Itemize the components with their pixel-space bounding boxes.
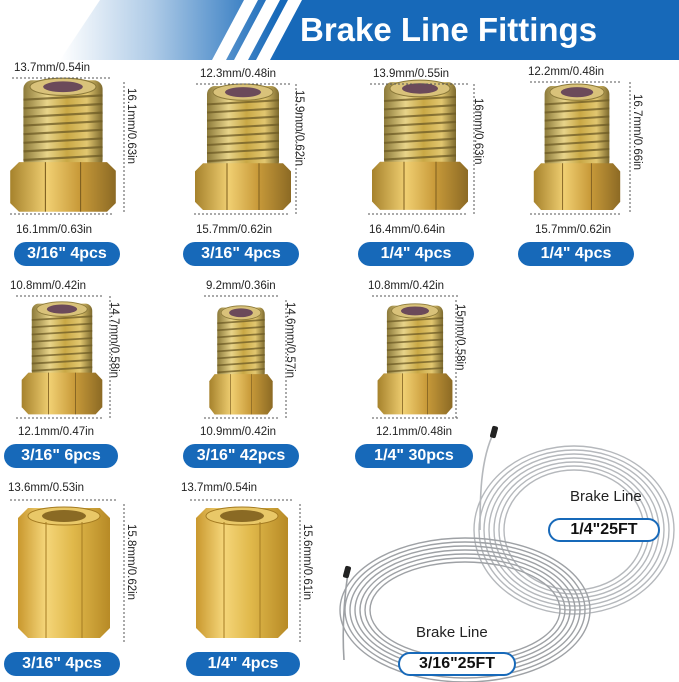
fitting-5-height: 14.7mm/0.58in [108,302,120,379]
union-2-image [192,504,292,642]
fitting-3-image [370,78,470,214]
fitting-3-width-bottom: 16.4mm/0.64in [369,224,446,236]
union-1-width-top: 13.6mm/0.53in [8,482,85,494]
fitting-7-width-bottom: 12.1mm/0.48in [376,426,453,438]
fitting-7-image [376,302,454,418]
fitting-5-width-bottom: 12.1mm/0.47in [18,426,95,438]
fitting-4-badge: 1/4" 4pcs [518,242,634,266]
union-2-width-top: 13.7mm/0.54in [181,482,258,494]
fitting-1-badge: 3/16" 4pcs [14,242,120,266]
fitting-1-image [8,76,118,216]
fitting-3-badge: 1/4" 4pcs [358,242,474,266]
fitting-7-width-top: 10.8mm/0.42in [368,280,445,292]
fitting-6-badge: 3/16" 42pcs [183,444,299,468]
brake-line-coils-image [339,425,675,682]
fitting-2-width-top: 12.3mm/0.48in [200,68,277,80]
header-banner: Brake Line Fittings [0,0,679,60]
union-1-image [14,504,114,642]
fitting-1-width-bottom: 16.1mm/0.63in [16,224,93,236]
fitting-2-width-bottom: 15.7mm/0.62in [196,224,273,236]
brake-line-1-title: Brake Line [570,488,642,505]
page-title: Brake Line Fittings [300,11,598,48]
fitting-5-badge: 3/16" 6pcs [4,444,118,468]
fitting-3-width-top: 13.9mm/0.55in [373,68,450,80]
fitting-2-badge: 3/16" 4pcs [183,242,299,266]
brake-line-1-badge: 1/4"25FT [548,518,660,542]
fitting-5-width-top: 10.8mm/0.42in [10,280,87,292]
fitting-4-width-top: 12.2mm/0.48in [528,66,605,78]
brake-line-2-title: Brake Line [416,624,488,641]
brake-line-2-badge: 3/16"25FT [398,652,516,676]
fitting-6-width-top: 9.2mm/0.36in [206,280,276,292]
fitting-7-height: 15mm/0.58in [454,304,466,371]
union-1-badge: 3/16" 4pcs [4,652,120,676]
fitting-4-width-bottom: 15.7mm/0.62in [535,224,612,236]
fitting-1-height: 16.1mm/0.63in [125,88,137,165]
union-2-badge: 1/4" 4pcs [186,652,300,676]
fitting-7-badge: 1/4" 30pcs [355,444,473,468]
union-2-height: 15.6mm/0.61in [301,524,313,601]
fitting-2-height: 15.9mm/0.62in [293,90,305,167]
fitting-1-width-top: 13.7mm/0.54in [14,62,91,74]
fitting-3-height: 16mm/0.63in [472,98,484,165]
fitting-6-height: 14.6mm/0.57in [284,302,296,379]
fitting-6-image [208,304,274,418]
union-1-height: 15.8mm/0.62in [125,524,137,601]
fitting-5-image [20,300,104,418]
fitting-2-image [193,82,293,214]
fitting-4-image [532,82,622,214]
header-stripes [60,0,679,60]
fitting-4-height: 16.7mm/0.66in [631,94,643,171]
fitting-6-width-bottom: 10.9mm/0.42in [200,426,277,438]
